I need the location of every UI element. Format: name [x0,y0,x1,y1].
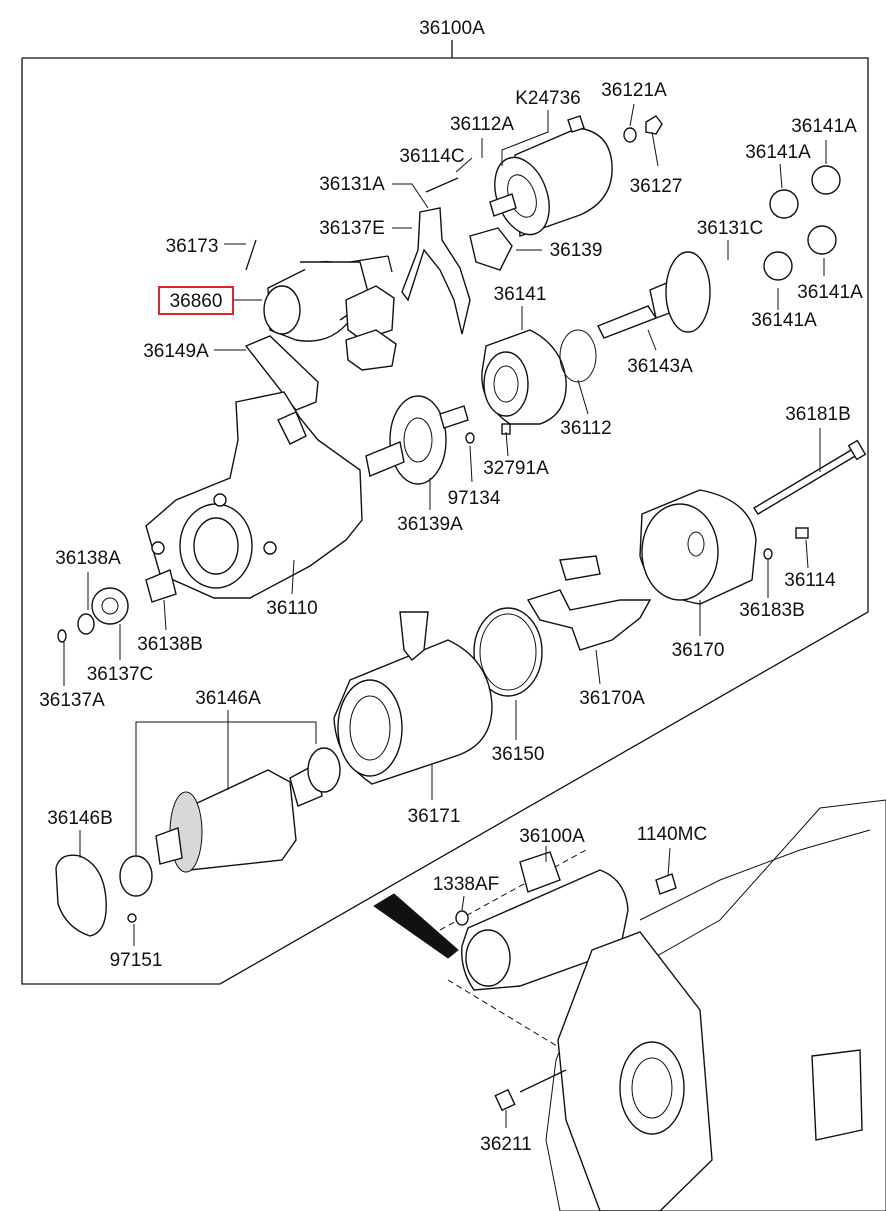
part-label-1140mc[interactable]: 1140MC [637,824,707,845]
part-label-36860[interactable]: 36860 [170,291,223,312]
front-housing-drawing [145,391,363,599]
rear-cover-drawing [639,489,809,605]
part-label-36110[interactable]: 36110 [266,598,317,619]
pinion-parts-drawing [57,569,177,643]
yoke-drawing [333,611,493,785]
part-label-36139[interactable]: 36139 [550,240,603,261]
part-label-36100a-installed[interactable]: 36100A [519,826,585,847]
part-label-36170a[interactable]: 36170A [579,688,645,709]
part-label-36143a[interactable]: 36143A [627,356,693,377]
part-label-36141a-top-right[interactable]: 36141A [791,116,857,137]
shift-lever-drawing [401,177,513,335]
engine-block-drawing [494,799,886,1211]
leader-lines [63,103,827,1128]
part-label-36121a[interactable]: 36121A [601,80,667,101]
part-label-32791a[interactable]: 32791A [483,458,549,479]
part-label-97151[interactable]: 97151 [110,950,163,971]
installed-starter-drawing [455,851,677,991]
internal-gear-drawing [481,329,597,425]
end-ring-drawing [55,854,137,937]
assembly-frame [21,40,869,985]
part-label-36131c[interactable]: 36131C [697,218,764,239]
o-ring-drawing [473,607,543,697]
brush-holder-drawing [526,555,652,651]
part-label-k24736[interactable]: K24736 [515,88,581,109]
part-label-36170[interactable]: 36170 [672,640,725,661]
part-label-97134[interactable]: 97134 [448,488,501,509]
part-label-36138b[interactable]: 36138B [137,634,203,655]
part-label-36112a[interactable]: 36112A [450,114,514,135]
part-label-36137e[interactable]: 36137E [319,218,385,239]
gear-housing-drawing [245,239,397,371]
part-label-1338af[interactable]: 1338AF [433,874,500,895]
part-label-36139a[interactable]: 36139A [397,514,463,535]
part-label-36146b[interactable]: 36146B [47,808,113,829]
part-label-36141a-top-left[interactable]: 36141A [745,142,811,163]
part-label-36114[interactable]: 36114 [784,570,836,591]
part-label-36137c[interactable]: 36137C [87,664,154,685]
part-label-36141[interactable]: 36141 [494,284,547,305]
part-label-36137a[interactable]: 36137A [39,690,105,711]
output-shaft-drawing [597,251,711,339]
part-label-36173[interactable]: 36173 [166,236,219,257]
assembly-label: 36100A [419,18,485,39]
part-label-36112[interactable]: 36112 [560,418,611,439]
part-label-36181b[interactable]: 36181B [785,404,851,425]
through-bolt-drawing [753,439,867,515]
part-label-36131a[interactable]: 36131A [319,174,385,195]
planet-gears-drawing [763,165,841,281]
part-labels: 36100A K24736 36121A 36112A 36114C 36127… [39,18,863,1155]
mounting-arrow [373,849,587,1061]
part-label-36146a[interactable]: 36146A [195,688,261,709]
part-label-36149a[interactable]: 36149A [143,341,209,362]
part-label-36171[interactable]: 36171 [408,806,461,827]
part-label-36138a[interactable]: 36138A [55,548,121,569]
part-label-36183b[interactable]: 36183B [739,600,805,621]
gear-carrier-drawing [365,395,511,485]
part-label-36211[interactable]: 36211 [480,1134,531,1155]
part-label-36141a-mid-left[interactable]: 36141A [751,310,817,331]
part-label-36127[interactable]: 36127 [630,176,683,197]
highlight-box-36860 [158,286,234,315]
part-label-36150[interactable]: 36150 [492,744,545,765]
part-label-36141a-mid-right[interactable]: 36141A [797,282,863,303]
armature-drawing [119,747,341,897]
part-label-36114c[interactable]: 36114C [399,146,464,167]
solenoid-drawing [489,115,663,237]
